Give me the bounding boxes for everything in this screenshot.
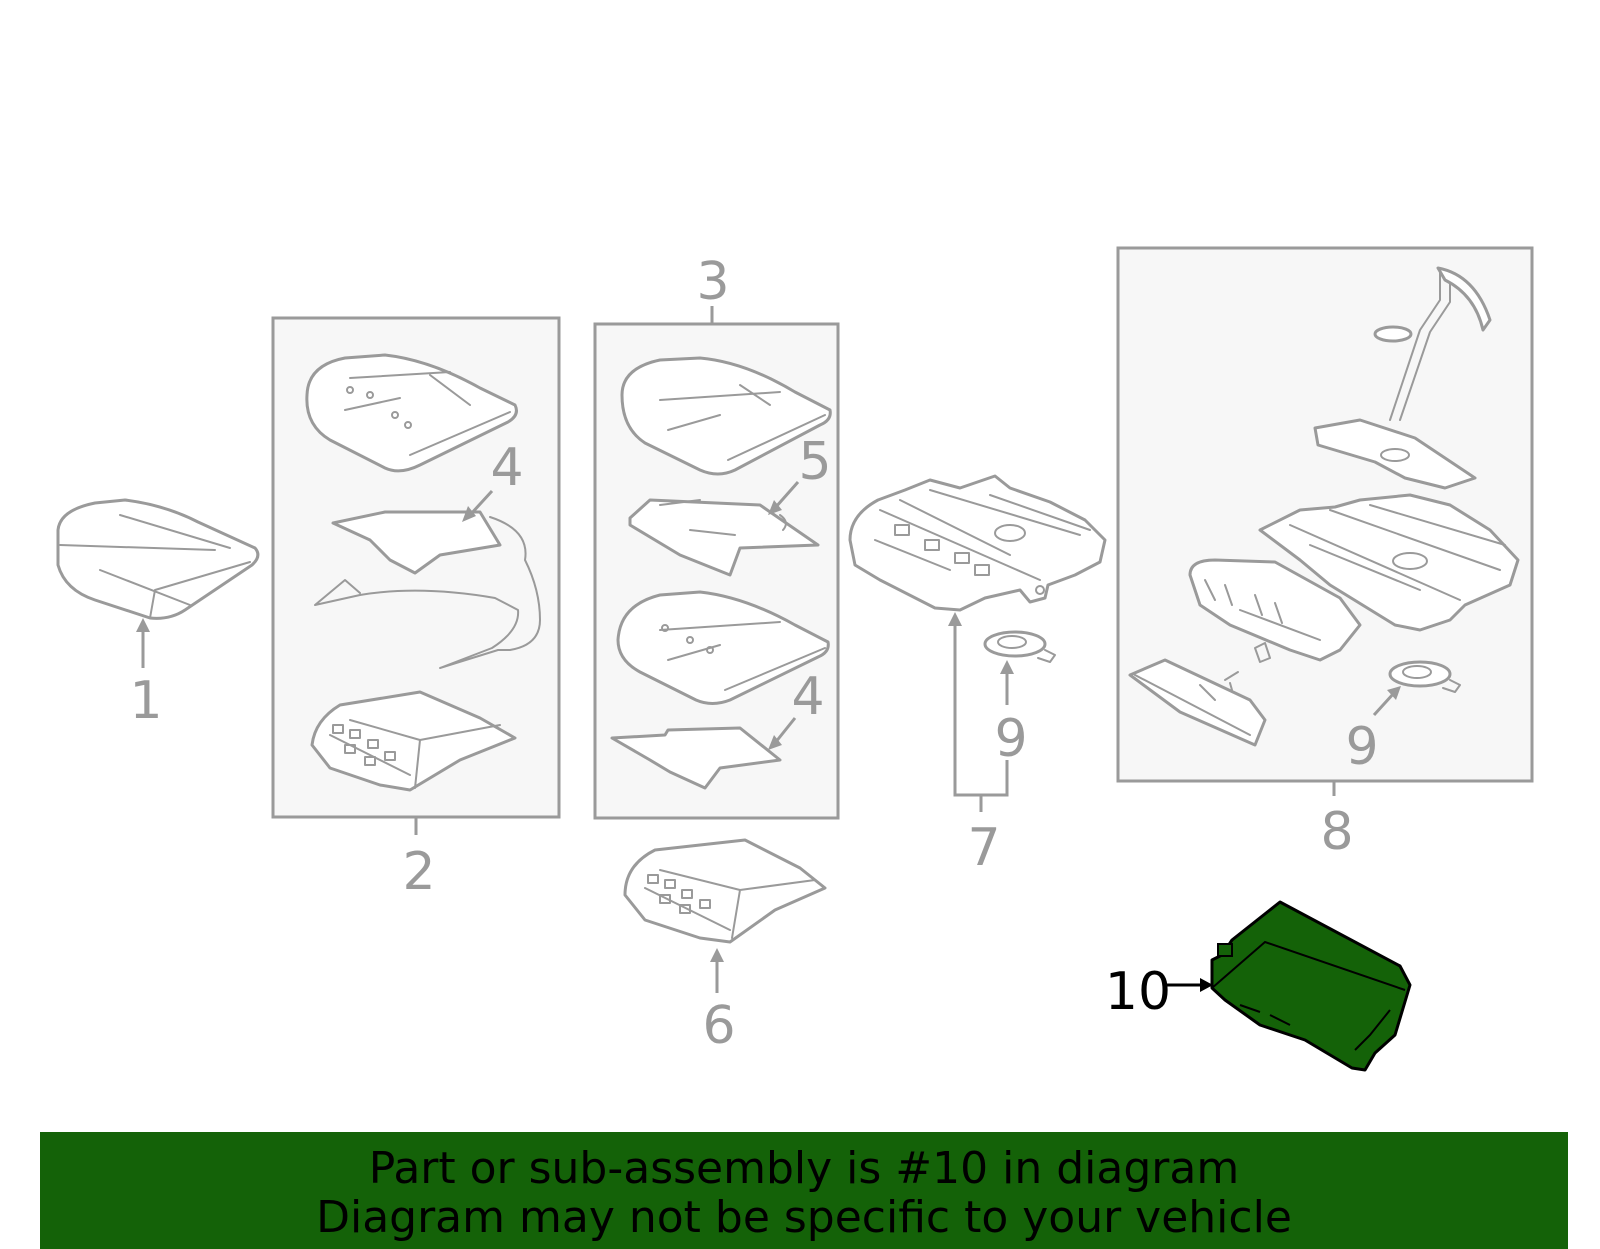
label-9a: 9	[994, 709, 1027, 769]
label-3: 3	[696, 252, 729, 312]
leader-4b	[773, 717, 797, 744]
label-5: 5	[798, 432, 831, 492]
label-4b: 4	[791, 667, 824, 727]
arrow-4b	[768, 735, 782, 750]
arrow-10	[1200, 978, 1213, 992]
label-8: 8	[1320, 802, 1353, 862]
arrow-4a	[462, 506, 476, 522]
label-9b: 9	[1345, 717, 1378, 777]
label-7: 7	[967, 818, 1000, 878]
part-2-contents	[305, 353, 541, 792]
arrow-6	[710, 948, 724, 962]
arrow-7	[948, 612, 962, 626]
part-9a-spring-seat[interactable]	[983, 630, 1056, 663]
label-10: 10	[1105, 962, 1171, 1022]
leader-5	[773, 481, 800, 509]
label-6: 6	[702, 996, 735, 1056]
leader-9b	[1372, 691, 1396, 717]
arrow-5	[768, 500, 782, 515]
info-banner: Part or sub-assembly is #10 in diagram D…	[40, 1132, 1568, 1249]
arrow-9a	[1000, 660, 1014, 674]
label-1: 1	[129, 671, 162, 731]
part-10-control-module[interactable]	[1210, 900, 1412, 1072]
arrow-9b	[1387, 686, 1401, 700]
leader-4a	[468, 489, 494, 517]
part-3-contents	[610, 356, 832, 790]
label-4a: 4	[490, 438, 523, 498]
part-7-seat-frame[interactable]	[848, 474, 1107, 612]
part-1-cushion-pad[interactable]	[56, 498, 260, 620]
banner-line-1: Part or sub-assembly is #10 in diagram	[368, 1143, 1240, 1194]
label-2: 2	[402, 842, 435, 902]
part-6-cushion-frame[interactable]	[623, 838, 827, 944]
banner-line-2: Diagram may not be specific to your vehi…	[316, 1192, 1292, 1243]
arrow-1	[136, 618, 150, 632]
part-8-contents	[1128, 266, 1520, 747]
